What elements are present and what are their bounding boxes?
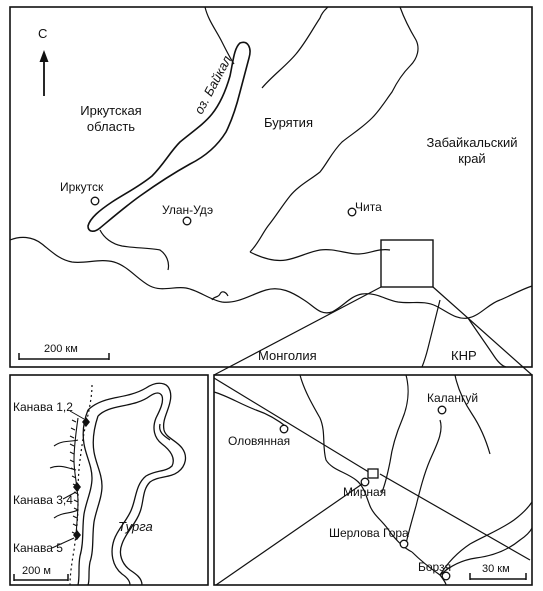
north-label: С	[38, 26, 48, 41]
trench-1-2-leader	[69, 410, 85, 420]
detail-diagonal-upper	[213, 377, 373, 475]
trench-5-label: Канава 5	[13, 541, 63, 555]
connector-line-left	[213, 286, 382, 376]
main-scale-bar	[18, 353, 110, 360]
place-borzya-label: Борзя	[418, 560, 452, 574]
city-irkutsk-marker	[90, 196, 100, 206]
region-irkutsk-line1: Иркутская	[80, 103, 142, 118]
place-olovyannaya-marker	[279, 424, 289, 434]
city-chita-label: Чита	[355, 200, 382, 214]
detail-map-frame	[213, 374, 533, 586]
trench-1-2-label: Канава 1,2	[13, 400, 73, 414]
region-mongolia-label: Монголия	[258, 348, 317, 363]
place-olovyannaya-label: Оловянная	[228, 434, 291, 448]
study-site-square-marker	[367, 468, 379, 479]
detail-roads	[213, 374, 533, 586]
region-irkutsk-label: Иркутская область	[66, 103, 156, 135]
region-zabaikal-line2: край	[458, 151, 486, 166]
detail-diagonal-right	[379, 473, 531, 561]
trench-scale-bar	[13, 574, 69, 581]
region-zabaikalsky-label: Забайкальский край	[418, 135, 526, 167]
city-ulan-ude-label: Улан-Удэ	[162, 203, 214, 217]
place-mirnaya-marker	[360, 477, 370, 487]
study-area-box	[380, 239, 434, 288]
place-kalanguy-marker	[437, 405, 447, 415]
trench-3-4-label: Канава 3,4	[13, 493, 73, 507]
detail-scale-label: 30 км	[482, 563, 510, 575]
region-buryatia-label: Бурятия	[264, 115, 313, 130]
trench-3-4-marker	[73, 482, 81, 492]
main-scale-label: 200 км	[44, 343, 78, 355]
north-arrow-icon	[39, 50, 49, 96]
region-borders	[9, 6, 533, 368]
scarp-line	[49, 417, 79, 541]
region-irkutsk-line2: область	[86, 119, 136, 134]
place-kalanguy-label: Калангуй	[427, 391, 479, 405]
trench-map-frame	[9, 374, 209, 586]
region-china-label: КНР	[451, 348, 477, 363]
river-turga-label: Турга	[118, 519, 153, 534]
trench-5-marker	[73, 530, 81, 540]
trench-scale-label: 200 м	[22, 565, 51, 577]
place-mirnaya-label: Мирная	[343, 485, 387, 499]
trench-1-2-marker	[82, 417, 90, 427]
place-borzya-marker	[441, 571, 451, 581]
city-irkutsk-label: Иркутск	[60, 180, 104, 194]
region-zabaikal-line1: Забайкальский	[426, 135, 518, 150]
trench-5-leader	[51, 537, 75, 549]
place-sherlova-gora-label: Шерлова Гора	[329, 526, 409, 540]
detail-diagonal-lower	[215, 481, 366, 586]
detail-scale-bar	[469, 573, 527, 580]
city-ulan-ude-marker	[182, 216, 192, 226]
place-sherlova-gora-marker	[399, 539, 409, 549]
lake-baikal	[87, 41, 251, 232]
survey-track	[69, 384, 93, 586]
main-map-frame	[9, 6, 533, 368]
trench-3-4-leader	[62, 491, 77, 500]
city-chita-marker	[347, 207, 357, 217]
connector-line-right	[432, 286, 533, 376]
river-turga	[77, 382, 187, 586]
